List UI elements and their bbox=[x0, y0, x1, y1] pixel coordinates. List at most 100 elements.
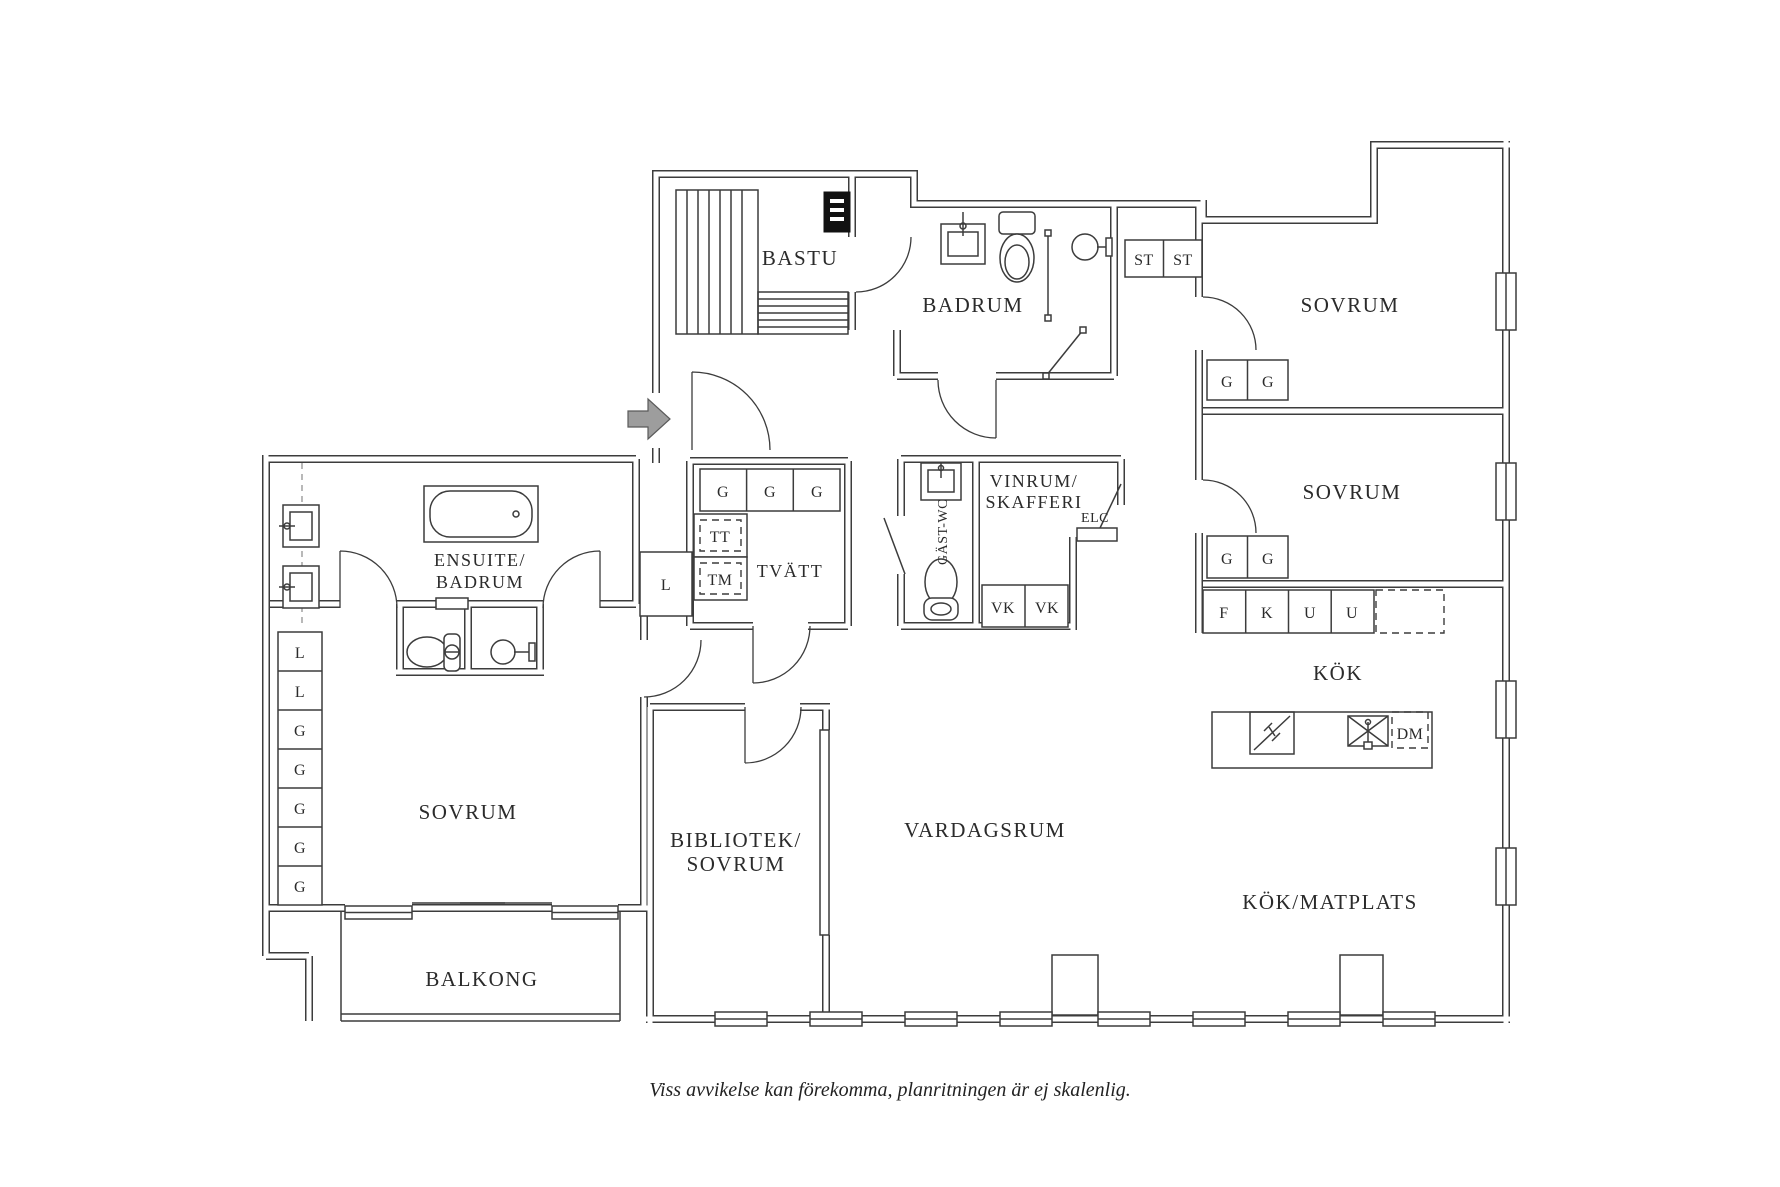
toilet-icon bbox=[406, 633, 461, 672]
sink-icon bbox=[279, 565, 320, 609]
svg-text:L: L bbox=[295, 684, 305, 701]
shower-icon bbox=[1071, 233, 1113, 261]
sovrum-e-door bbox=[1202, 479, 1257, 534]
room-label-tvatt: TVÄTT bbox=[757, 561, 823, 581]
shower-icon bbox=[490, 639, 536, 665]
cabinets: ST ST G G G G F K U U bbox=[277, 239, 1445, 906]
svg-text:G: G bbox=[294, 879, 306, 896]
room-label-sovrum-w: SOVRUM bbox=[419, 800, 518, 824]
room-label-vardagsrum: VARDAGSRUM bbox=[904, 818, 1066, 842]
walls bbox=[262, 141, 1510, 1023]
laundry-appliances: TT TM bbox=[693, 513, 748, 601]
room-label-bastu: BASTU bbox=[762, 246, 838, 270]
room-label-kok: KÖK bbox=[1313, 661, 1363, 685]
sovrum-w-door bbox=[643, 639, 702, 698]
svg-text:VK: VK bbox=[991, 600, 1015, 617]
svg-text:ST: ST bbox=[1173, 252, 1193, 269]
svg-text:ST: ST bbox=[1134, 252, 1154, 269]
svg-text:TM: TM bbox=[708, 572, 733, 589]
bastu-door bbox=[855, 236, 912, 293]
ensuite-door-2 bbox=[542, 550, 601, 609]
room-label-vinrum-1: VINRUM/ bbox=[990, 471, 1079, 491]
ensuite-door-1 bbox=[339, 550, 398, 609]
sink-icon bbox=[940, 212, 986, 265]
room-label-kok-matplats: KÖK/MATPLATS bbox=[1242, 890, 1418, 914]
svg-text:G: G bbox=[764, 484, 776, 501]
disclaimer-text: Viss avvikelse kan förekomma, planritnin… bbox=[649, 1079, 1131, 1101]
entry-door bbox=[691, 371, 771, 451]
room-label-sovrum-e: SOVRUM bbox=[1303, 480, 1402, 504]
left-wardrobe-column: L L G G G G G bbox=[277, 631, 323, 906]
entry-arrow-icon bbox=[627, 397, 671, 441]
room-label-balkong: BALKONG bbox=[425, 967, 538, 991]
svg-text:G: G bbox=[294, 723, 306, 740]
toilet-icon bbox=[998, 211, 1036, 283]
room-label-bibliotek-2: SOVRUM bbox=[687, 852, 786, 876]
shelf bbox=[435, 597, 469, 610]
kitchen-island: DM bbox=[1211, 711, 1433, 769]
doors bbox=[339, 236, 1257, 936]
ensuite-fixtures bbox=[279, 463, 539, 672]
svg-text:G: G bbox=[1262, 374, 1274, 391]
svg-text:F: F bbox=[1219, 605, 1228, 622]
wardrobes-sovrum-ne: G G bbox=[1206, 359, 1289, 401]
room-labels: BASTU BADRUM SOVRUM SOVRUM KÖK KÖK/MATPL… bbox=[419, 246, 1418, 991]
shower-screen bbox=[1045, 329, 1084, 377]
sauna-benches bbox=[675, 189, 851, 335]
pocket-door bbox=[819, 729, 830, 936]
column-stub bbox=[1339, 954, 1384, 1016]
bibliotek-door bbox=[744, 706, 802, 764]
svg-text:G: G bbox=[1221, 551, 1233, 568]
dishwasher-box bbox=[1391, 711, 1429, 749]
hall-wardrobes: G G G bbox=[699, 468, 841, 512]
window-column-east bbox=[1495, 272, 1517, 906]
svg-text:K: K bbox=[1261, 605, 1273, 622]
svg-text:VK: VK bbox=[1035, 600, 1059, 617]
room-label-badrum: BADRUM bbox=[922, 293, 1023, 317]
elc-door bbox=[1099, 483, 1122, 529]
svg-text:G: G bbox=[294, 762, 306, 779]
svg-text:L: L bbox=[295, 645, 305, 662]
sink-icon bbox=[920, 462, 962, 501]
svg-text:G: G bbox=[717, 484, 729, 501]
badrum-door bbox=[937, 379, 997, 439]
sovrum-ne-door bbox=[1202, 296, 1257, 351]
room-label-bibliotek-1: BIBLIOTEK/ bbox=[670, 828, 802, 852]
badrum-fixtures bbox=[940, 211, 1113, 380]
dishwasher-label: DM bbox=[1397, 726, 1424, 743]
svg-text:U: U bbox=[1304, 605, 1316, 622]
kitchen-cabinets: F K U U bbox=[1202, 589, 1445, 634]
toilet-icon bbox=[923, 558, 959, 621]
elc-label: ELC bbox=[1081, 511, 1109, 526]
gast-wc-fixtures bbox=[920, 462, 962, 621]
sauna-heater-icon bbox=[823, 191, 851, 233]
gast-wc-door bbox=[883, 517, 906, 575]
column-stub bbox=[1051, 954, 1099, 1016]
room-label-vinrum-2: SKAFFERI bbox=[985, 492, 1082, 512]
svg-text:TT: TT bbox=[710, 529, 731, 546]
elc-niche: ELC bbox=[1076, 511, 1118, 542]
stove-icon bbox=[1249, 711, 1295, 755]
svg-text:G: G bbox=[811, 484, 823, 501]
balcony bbox=[340, 912, 621, 1022]
tvatt-door bbox=[752, 625, 811, 684]
room-label-ensuite-1: ENSUITE/ bbox=[434, 550, 526, 570]
room-label-sovrum-ne: SOVRUM bbox=[1301, 293, 1400, 317]
balcony-sliding-doors bbox=[344, 902, 619, 920]
sink-icon bbox=[279, 504, 320, 548]
bathtub-icon bbox=[423, 485, 539, 543]
island-sink-icon bbox=[1347, 715, 1389, 750]
room-label-gast-wc: GÄST-WC bbox=[934, 499, 951, 565]
hall-closet: L bbox=[639, 551, 693, 617]
window-row-south bbox=[714, 1011, 1436, 1027]
st-cabinets: ST ST bbox=[1124, 239, 1203, 278]
room-label-ensuite-2: BADRUM bbox=[436, 572, 524, 592]
svg-text:G: G bbox=[1262, 551, 1274, 568]
svg-text:U: U bbox=[1346, 605, 1358, 622]
svg-text:G: G bbox=[294, 801, 306, 818]
vk-cabinets: VK VK bbox=[981, 584, 1069, 628]
svg-text:G: G bbox=[1221, 374, 1233, 391]
svg-text:L: L bbox=[661, 577, 671, 594]
windows bbox=[344, 272, 1517, 1027]
